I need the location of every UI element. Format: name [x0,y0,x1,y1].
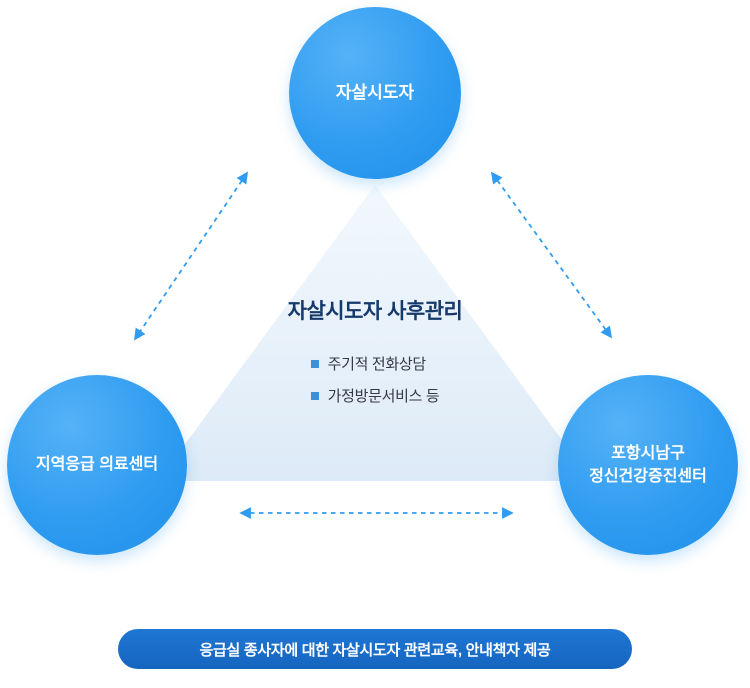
node-regional-emergency-medical-center: 지역응급 의료센터 [7,375,187,555]
bullet-item: 가정방문서비스 등 [310,385,440,406]
bullet-text: 가정방문서비스 등 [327,388,440,405]
bullet-square-icon [310,359,319,368]
bullet-item: 주기적 전화상담 [310,353,440,374]
banner-text: 응급실 종사자에 대한 자살시도자 관련교육, 안내책자 제공 [199,641,551,659]
center-title: 자살시도자 사후관리 [287,300,463,323]
center-content: 자살시도자 사후관리 주기적 전화상담 가정방문서비스 등 [225,295,525,417]
banner: 응급실 종사자에 대한 자살시도자 관련교육, 안내책자 제공 [118,629,632,669]
node-right-label-line2: 정신건강증진센터 [589,468,707,485]
bullet-square-icon [310,391,319,400]
node-right-label: 포항시남구 정신건강증진센터 [575,442,721,488]
node-left-label: 지역응급 의료센터 [35,456,159,474]
bullet-list: 주기적 전화상담 가정방문서비스 등 [310,353,440,417]
node-pohang-mental-health-center: 포항시남구 정신건강증진센터 [558,375,738,555]
node-right-label-line1: 포항시남구 [611,444,685,462]
node-suicide-attempter: 자살시도자 [289,7,461,179]
bullet-text: 주기적 전화상담 [327,356,427,373]
node-top-label: 자살시도자 [335,82,415,102]
